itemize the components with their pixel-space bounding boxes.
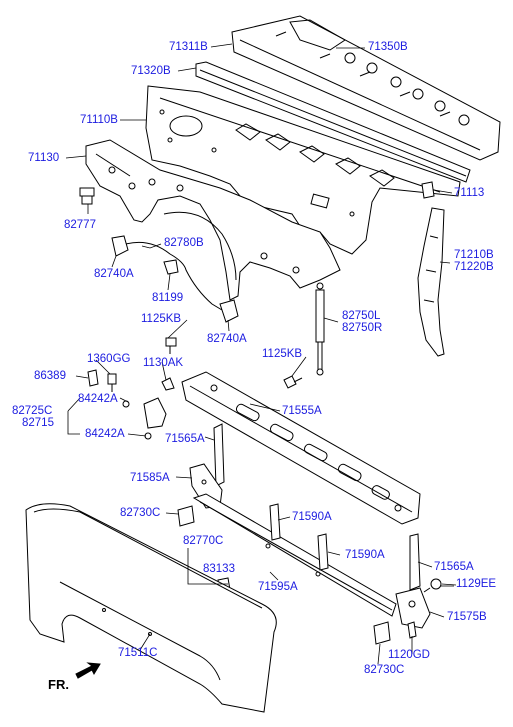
part-label-1129EE[interactable]: 1129EE (456, 578, 497, 590)
part-label-71565A[interactable]: 71565A (165, 433, 205, 445)
part-label-71130[interactable]: 71130 (28, 152, 60, 164)
part-label-71511C[interactable]: 71511C (118, 647, 158, 659)
back-panel-71110B (145, 85, 461, 255)
bolt-1129EE (423, 578, 442, 593)
part-label-83133[interactable]: 83133 (203, 563, 235, 575)
part-label-1120GD[interactable]: 1120GD (388, 649, 430, 661)
bumper-beam-71595A (192, 493, 397, 617)
bracket-71565A-left (213, 423, 225, 487)
rail-71320B (195, 61, 471, 183)
part-label-71585A[interactable]: 71585A (130, 472, 170, 484)
cable-82780B (125, 241, 223, 311)
part-label-1125KB[interactable]: 1125KB (141, 313, 182, 325)
part-label-82740A[interactable]: 82740A (207, 333, 247, 345)
part-label-71555A[interactable]: 71555A (282, 405, 322, 417)
latch-82725C (122, 397, 167, 440)
part-label-71595A[interactable]: 71595A (258, 581, 298, 593)
part-label-71590A[interactable]: 71590A (345, 549, 385, 561)
part-label-71350B[interactable]: 71350B (368, 41, 408, 53)
part-label-82725C[interactable]: 82725C (12, 405, 53, 417)
part-label-1130AK[interactable]: 1130AK (143, 357, 184, 369)
front-arrow-icon (75, 662, 101, 679)
part-label-1360GG[interactable]: 1360GG (87, 353, 131, 365)
part-label-71565A[interactable]: 71565A (434, 561, 474, 573)
part-label-82780B[interactable]: 82780B (164, 237, 204, 249)
bolt-86389 (87, 369, 99, 387)
part-label-82740A[interactable]: 82740A (94, 268, 134, 280)
part-label-71320B[interactable]: 71320B (131, 65, 171, 77)
part-label-1125KB[interactable]: 1125KB (262, 348, 303, 360)
part-label-82730C[interactable]: 82730C (120, 507, 161, 519)
part-label-71311B[interactable]: 71311B (169, 41, 208, 53)
bumper-cover-71511C (25, 503, 277, 713)
part-label-71220B[interactable]: 71220B (454, 261, 494, 273)
bracket-71590A-right (317, 533, 329, 571)
bolt-1125KB-lower (283, 375, 303, 389)
gas-strut-82750 (315, 282, 325, 376)
cross-member-71350B (231, 15, 501, 161)
bracket-82730C-lower (373, 621, 391, 645)
part-label-71210B[interactable]: 71210B (454, 249, 494, 261)
part-label-82750R[interactable]: 82750R (342, 322, 383, 334)
part-label-82750L[interactable]: 82750L (342, 310, 381, 322)
bracket-82740A-upper (111, 235, 129, 257)
bracket-71113 (421, 181, 435, 199)
lower-panel-71130 (85, 139, 341, 301)
part-label-71590A[interactable]: 71590A (292, 511, 332, 523)
front-direction-label: FR. (48, 677, 69, 692)
part-label-82730C[interactable]: 82730C (364, 664, 405, 676)
cross-member-71555A (181, 371, 421, 525)
bracket-82730C-upper (177, 505, 195, 527)
pillar-71210B (417, 207, 445, 357)
part-label-82777[interactable]: 82777 (64, 219, 96, 231)
part-label-81199[interactable]: 81199 (152, 292, 184, 304)
part-label-86389[interactable]: 86389 (34, 370, 66, 382)
part-label-71110B[interactable]: 71110B (80, 114, 118, 126)
bracket-71575B (395, 587, 431, 629)
part-label-71575B[interactable]: 71575B (447, 611, 487, 623)
part-label-84242A[interactable]: 84242A (85, 428, 125, 440)
part-label-82770C[interactable]: 82770C (183, 535, 224, 547)
bracket-71565A-right (409, 533, 421, 591)
part-label-84242A[interactable]: 84242A (78, 393, 118, 405)
bolt-1130AK (161, 377, 175, 391)
leader-lines (65, 43, 457, 665)
bracket-82740A-lower (219, 299, 239, 323)
bolt-1125KB-upper (165, 337, 177, 354)
bracket-71590A-left (269, 503, 281, 541)
clip-81199 (163, 259, 179, 275)
bolt-1120GD (407, 621, 417, 639)
part-label-71113[interactable]: 71113 (454, 187, 485, 199)
part-label-82715[interactable]: 82715 (22, 417, 54, 429)
grommet-82777 (79, 187, 95, 205)
bolt-1360GG (107, 373, 117, 392)
